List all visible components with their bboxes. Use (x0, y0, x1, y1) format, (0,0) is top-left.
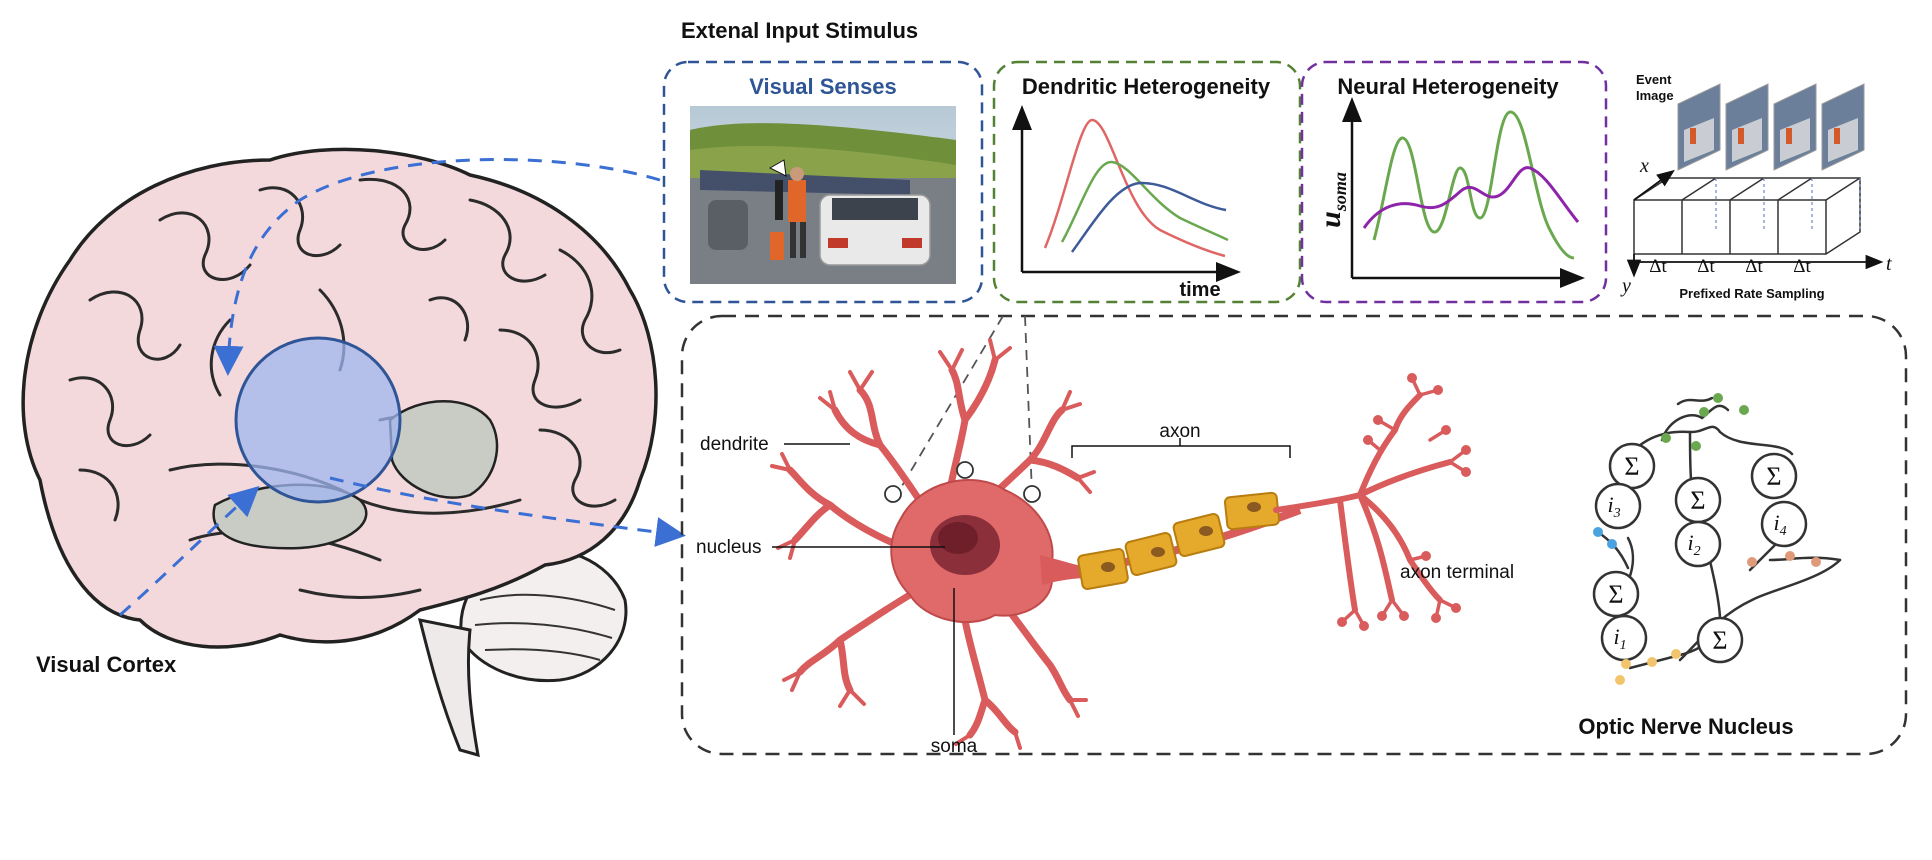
optic-nerve-title: Optic Nerve Nucleus (1578, 714, 1793, 739)
dendrite-label: dendrite (700, 434, 769, 455)
visual-scene-photo (690, 106, 956, 284)
neural-curve-green (1372, 110, 1575, 260)
neural-title: Neural Heterogeneity (1337, 74, 1559, 99)
event-label-line2: Image (1636, 88, 1674, 103)
zoom-line-right (1024, 315, 1033, 495)
sum-node-1: Σ (1624, 452, 1639, 481)
event-x-axis-arrow (1633, 169, 1675, 201)
event-dt-4: Δt (1793, 256, 1811, 277)
dendritic-curve-navy (1070, 181, 1227, 253)
cortex-entry-path (119, 485, 260, 617)
sum-node-3: Σ (1690, 486, 1705, 515)
event-dt-2: Δt (1697, 256, 1715, 277)
neuron-panel (680, 314, 1908, 756)
input-node-i2: i2 (1687, 530, 1700, 559)
network-nodes (1592, 442, 1808, 664)
event-dt-1: Δt (1649, 256, 1667, 277)
soma-label: soma (931, 736, 978, 757)
network-spikes (1593, 393, 1821, 685)
figure-title: Extenal Input Stimulus (681, 18, 918, 43)
neuron-illustration (770, 338, 1471, 750)
event-t-label: t (1886, 253, 1892, 275)
event-dt-3: Δt (1745, 256, 1763, 277)
optic-nerve-network: Σ Σ Σ Σ Σ i1 i2 i3 i4 (1592, 393, 1842, 685)
event-y-label: y (1620, 275, 1631, 297)
input-node-i4: i4 (1773, 510, 1786, 539)
zoom-line-left (895, 315, 1004, 497)
brainstem (417, 618, 480, 758)
stimulus-path (213, 158, 661, 376)
visual-senses-panel (662, 60, 984, 304)
neural-panel (1300, 60, 1608, 304)
dendritic-x-label: time (1179, 279, 1220, 301)
dendrite-junctions (884, 461, 1041, 503)
visual-cortex-label: Visual Cortex (36, 652, 177, 677)
dendritic-panel (992, 60, 1302, 304)
dendritic-curve-green (1060, 160, 1229, 243)
sum-node-2: Σ (1608, 580, 1623, 609)
visual-cortex-highlight (234, 336, 402, 504)
cortex-output-path (329, 476, 686, 547)
axon-terminal-label: axon terminal (1400, 562, 1514, 583)
event-caption: Prefixed Rate Sampling (1679, 286, 1824, 301)
axon-bracket (1071, 438, 1291, 458)
event-x-label: x (1639, 155, 1649, 177)
nucleus-label: nucleus (696, 537, 762, 558)
dendritic-title: Dendritic Heterogeneity (1022, 74, 1271, 99)
neural-y-label: usoma (1314, 172, 1350, 228)
dendritic-curve-red (1043, 118, 1226, 258)
input-node-i1: i1 (1613, 624, 1626, 653)
neural-curve-purple (1362, 166, 1580, 229)
visual-senses-title: Visual Senses (749, 74, 897, 99)
sum-node-4: Σ (1766, 462, 1781, 491)
event-label-line1: Event (1636, 72, 1672, 87)
brain-illustration (21, 147, 658, 758)
sum-node-5: Σ (1712, 626, 1727, 655)
axon-label: axon (1159, 421, 1200, 442)
event-image-sampling: Event Image (1620, 72, 1892, 301)
input-node-i3: i3 (1607, 492, 1620, 521)
thalamus-region (388, 400, 499, 499)
event-frames (1677, 83, 1865, 171)
